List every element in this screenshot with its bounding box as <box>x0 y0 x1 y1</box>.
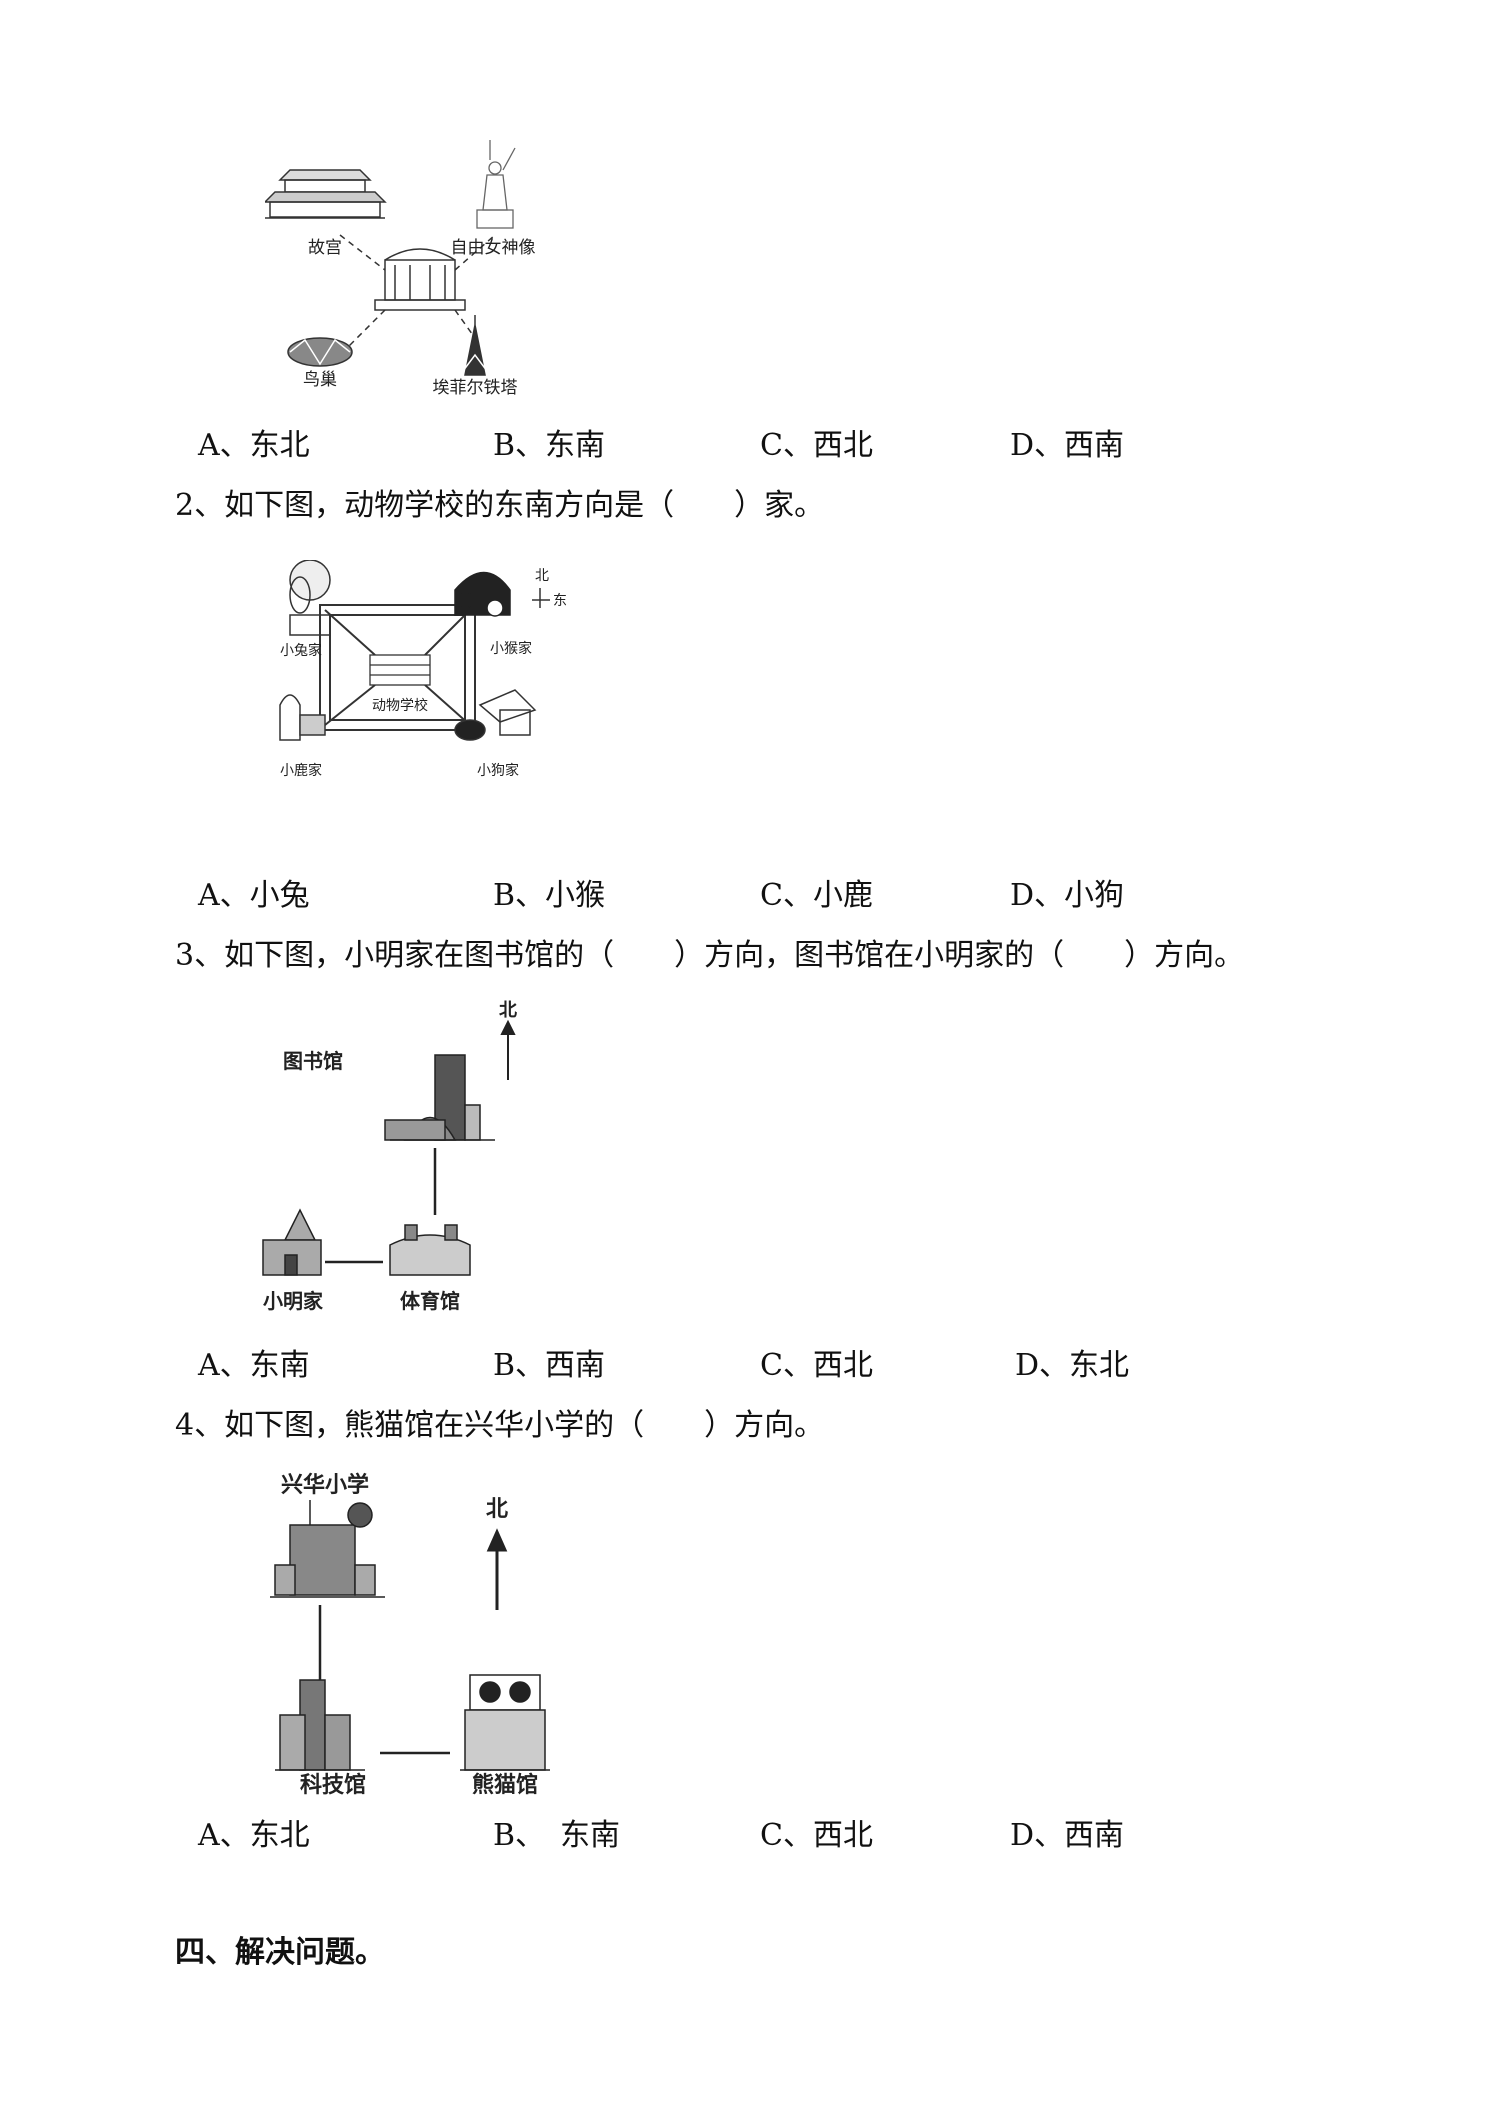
q4-north-label: 北 <box>486 1497 508 1522</box>
q1-option-b[interactable]: B、东南 <box>493 428 606 463</box>
library-icon <box>384 1054 495 1141</box>
rabbit-house-icon <box>289 559 331 636</box>
q2-option-b[interactable]: B、小猴 <box>493 878 606 913</box>
q3-option-c[interactable]: C、西北 <box>760 1348 873 1383</box>
q1-label-forbidden-city: 故宫 <box>308 238 342 258</box>
q3-north-label: 北 <box>499 1000 517 1021</box>
q2-question: 2、如下图，动物学校的东南方向是（ ）家。 <box>175 488 825 523</box>
section-heading: 四、解决问题。 <box>175 1935 385 1970</box>
forbidden-city-icon <box>263 169 387 219</box>
q3-option-d[interactable]: D、东北 <box>1015 1348 1130 1383</box>
q4-label-school: 兴华小学 <box>281 1472 369 1498</box>
q1-option-a[interactable]: A、东北 <box>198 428 310 463</box>
q3-option-b[interactable]: B、西南 <box>493 1348 606 1383</box>
q2-option-a[interactable]: A、小兔 <box>198 878 310 913</box>
q1-label-statue-of-liberty: 自由女神像 <box>451 238 536 258</box>
animal-school-icon <box>369 654 431 686</box>
q2-compass-east: 东 <box>553 593 567 609</box>
q2-label-rabbit: 小兔家 <box>280 642 322 659</box>
q3-label-stadium: 体育馆 <box>400 1289 460 1313</box>
north-arrow-icon <box>486 1528 508 1610</box>
q3-label-home: 小明家 <box>263 1289 324 1313</box>
q3-option-a[interactable]: A、东南 <box>198 1348 310 1383</box>
q3-question: 3、如下图，小明家在图书馆的（ ）方向，图书馆在小明家的（ ）方向。 <box>175 938 1245 973</box>
q1-label-eiffel-tower: 埃菲尔铁塔 <box>433 378 518 398</box>
q2-compass-north: 北 <box>535 568 549 584</box>
q4-option-b[interactable]: B、 东南 <box>493 1818 621 1853</box>
q4-option-c[interactable]: C、西北 <box>760 1818 873 1853</box>
q4-label-science-museum: 科技馆 <box>300 1772 366 1795</box>
q2-label-deer: 小鹿家 <box>280 762 322 779</box>
q3-figure-svg: 北 图书馆 小明家 体育馆 <box>262 1000 517 1313</box>
home-icon <box>262 1208 322 1276</box>
q4-figure: 北 兴华小学 科技馆 熊猫馆 <box>265 1470 585 1798</box>
stadium-icon <box>389 1224 471 1276</box>
q4-option-a[interactable]: A、东北 <box>198 1818 310 1853</box>
dog-house-icon <box>454 689 537 741</box>
panda-museum-icon <box>460 1674 550 1771</box>
q4-question: 4、如下图，熊猫馆在兴华小学的（ ）方向。 <box>175 1408 825 1443</box>
statue-of-liberty-icon <box>476 140 516 229</box>
q1-option-d[interactable]: D、西南 <box>1010 428 1125 463</box>
q3-figure: 北 图书馆 小明家 体育馆 <box>255 1000 535 1320</box>
q2-figure-svg: 北 东 小兔家 小猴家 动物学校 小鹿家 小狗家 <box>279 559 567 779</box>
q1-figure: 故宫 自由女神像 鸟巢 埃菲尔铁塔 <box>263 140 555 405</box>
birds-nest-icon <box>287 337 353 367</box>
q1-option-c[interactable]: C、西北 <box>760 428 873 463</box>
q2-label-monkey: 小猴家 <box>490 640 532 657</box>
q4-figure-svg: 北 兴华小学 科技馆 熊猫馆 <box>270 1472 550 1798</box>
q2-figure: 北 东 小兔家 小猴家 动物学校 小鹿家 小狗家 <box>255 559 595 790</box>
deer-house-icon <box>279 694 326 741</box>
q2-label-school: 动物学校 <box>372 697 428 714</box>
compass-icon <box>532 588 550 608</box>
q3-label-library: 图书馆 <box>283 1049 343 1073</box>
science-museum-icon <box>275 1679 365 1771</box>
q4-option-d[interactable]: D、西南 <box>1010 1818 1125 1853</box>
north-arrow-icon <box>500 1019 516 1080</box>
q2-option-d[interactable]: D、小狗 <box>1010 878 1125 913</box>
q1-label-birds-nest: 鸟巢 <box>303 370 337 390</box>
monkey-house-icon <box>454 571 511 617</box>
q2-label-dog: 小狗家 <box>477 762 519 779</box>
q1-figure-svg: 故宫 自由女神像 鸟巢 埃菲尔铁塔 <box>263 140 536 398</box>
q4-label-panda-museum: 熊猫馆 <box>472 1772 538 1795</box>
q2-option-c[interactable]: C、小鹿 <box>760 878 873 913</box>
xinghua-school-icon <box>270 1500 385 1598</box>
eiffel-tower-icon <box>459 315 491 376</box>
museum-icon <box>374 248 466 311</box>
